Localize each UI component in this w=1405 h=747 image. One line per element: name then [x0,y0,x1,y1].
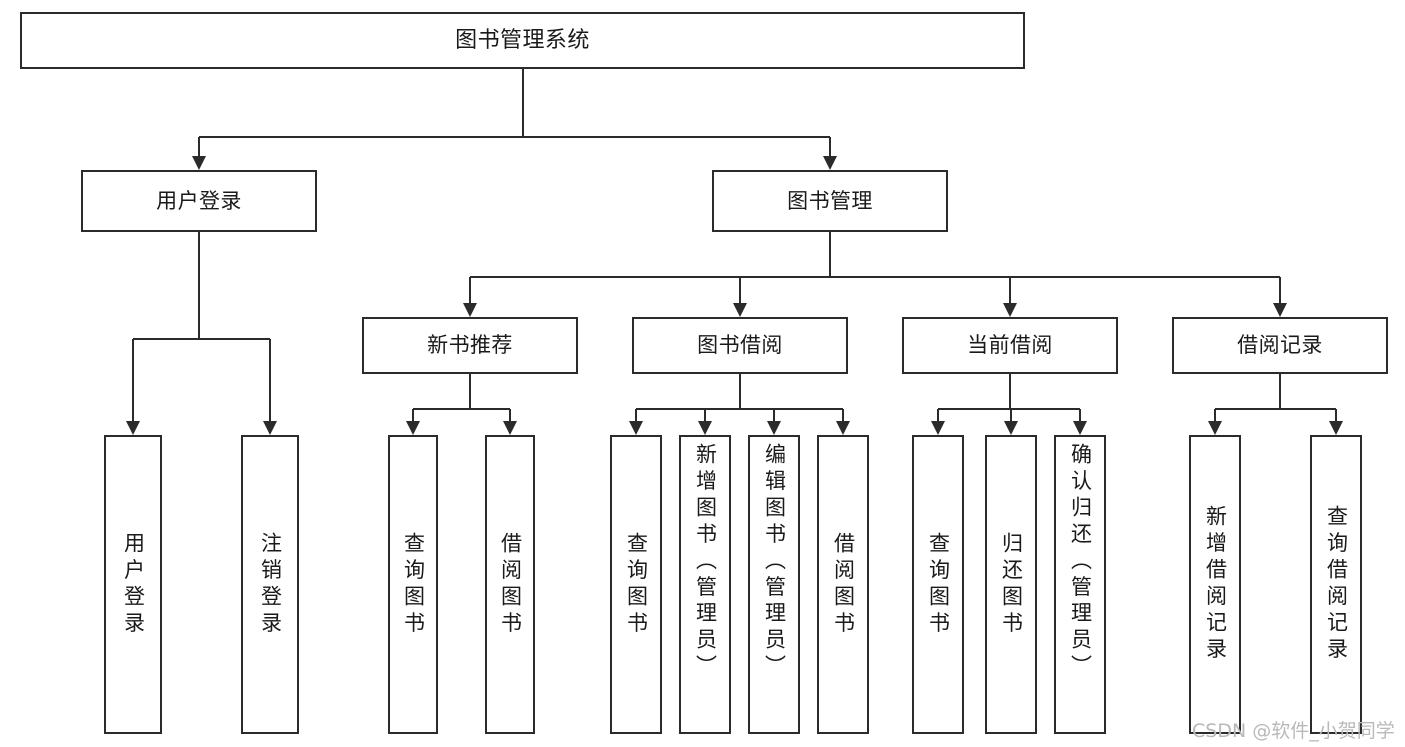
connector-vertical [469,277,471,303]
arrowhead-icon [836,421,850,435]
connector-vertical [704,409,706,421]
node-book-borrow: 图书借阅 [632,317,848,374]
csdn-watermark: CSDN @软件_小贺同学 [1192,720,1395,742]
node-leaf-return-book-label: 归还图书 [999,531,1024,638]
connector-vertical [198,137,200,156]
node-leaf-confirm-return: 确认归还（管理员） [1054,435,1106,734]
connector-vertical [739,277,741,303]
arrowhead-icon [1073,421,1087,435]
connector-vertical [773,409,775,421]
node-leaf-query-borrow-rec-label: 查询借阅记录 [1324,505,1349,664]
node-borrow-record: 借阅记录 [1172,317,1388,374]
arrowhead-icon [126,421,140,435]
arrowhead-icon [823,156,837,170]
node-new-book-rec: 新书推荐 [362,317,578,374]
node-leaf-borrow-book-1-label: 借阅图书 [498,531,523,638]
arrowhead-icon [733,303,747,317]
arrowhead-icon [1004,421,1018,435]
node-book-manage: 图书管理 [712,170,948,232]
node-leaf-return-book: 归还图书 [985,435,1037,734]
arrowhead-icon [1208,421,1222,435]
node-leaf-edit-book: 编辑图书（管理员） [748,435,800,734]
connector-vertical [1279,277,1281,303]
connector-vertical [842,409,844,421]
connector-new-book-rec-bus [413,408,510,410]
connector-root-stem [521,69,524,137]
node-leaf-add-borrow-rec: 新增借阅记录 [1189,435,1241,734]
node-leaf-add-book: 新增图书（管理员） [679,435,731,734]
node-leaf-logout-login-label: 注销登录 [258,531,283,638]
connector-borrow-record-bus [1215,408,1336,410]
node-leaf-add-borrow-rec-label: 新增借阅记录 [1203,505,1228,664]
connector-vertical [132,339,134,421]
node-leaf-query-book-2-label: 查询图书 [624,531,649,638]
arrowhead-icon [931,421,945,435]
node-book-manage-label: 图书管理 [787,188,873,213]
node-user-login-label: 用户登录 [156,188,242,213]
arrowhead-icon [263,421,277,435]
arrowhead-icon [698,421,712,435]
connector-vertical [829,137,831,156]
arrowhead-icon [1003,303,1017,317]
node-leaf-query-book-3: 查询图书 [912,435,964,734]
node-new-book-rec-label: 新书推荐 [427,333,513,358]
node-leaf-user-login-label: 用户登录 [121,531,146,638]
node-leaf-query-book-2: 查询图书 [610,435,662,734]
connector-vertical [1009,277,1011,303]
connector-vertical [635,409,637,421]
node-current-borrow: 当前借阅 [902,317,1118,374]
connector-book-borrow-bus [636,408,843,410]
node-leaf-edit-book-label: 编辑图书（管理员） [762,443,787,682]
node-leaf-add-book-label: 新增图书（管理员） [693,443,718,682]
arrowhead-icon [192,156,206,170]
connector-vertical [1079,409,1081,421]
node-leaf-borrow-book-1: 借阅图书 [485,435,535,734]
connector-root-bus [199,136,830,138]
node-leaf-borrow-book-2-label: 借阅图书 [831,531,856,638]
connector-user-login-stem [198,232,200,339]
connector-user-login-bus [133,338,270,340]
connector-vertical [509,409,511,421]
connector-book-manage-stem [829,232,831,277]
arrowhead-icon [1329,421,1343,435]
connector-borrow-record-stem [1279,374,1281,409]
node-current-borrow-label: 当前借阅 [967,333,1053,358]
node-leaf-query-borrow-rec: 查询借阅记录 [1310,435,1362,734]
connector-vertical [1335,409,1337,421]
arrowhead-icon [767,421,781,435]
node-root: 图书管理系统 [20,12,1025,69]
arrowhead-icon [463,303,477,317]
arrowhead-icon [629,421,643,435]
connector-current-borrow-bus [938,408,1080,410]
arrowhead-icon [1273,303,1287,317]
connector-vertical [1010,409,1012,421]
node-leaf-query-book-1-label: 查询图书 [401,531,426,638]
connector-vertical [1214,409,1216,421]
node-leaf-confirm-return-label: 确认归还（管理员） [1068,443,1093,682]
connector-new-book-rec-stem [469,374,471,409]
connector-book-manage-bus [470,276,1280,278]
node-leaf-query-book-1: 查询图书 [388,435,438,734]
node-leaf-borrow-book-2: 借阅图书 [817,435,869,734]
arrowhead-icon [503,421,517,435]
connector-book-borrow-stem [739,374,741,409]
node-user-login: 用户登录 [81,170,317,232]
node-borrow-record-label: 借阅记录 [1237,333,1323,358]
node-root-label: 图书管理系统 [455,27,590,53]
node-leaf-user-login: 用户登录 [104,435,162,734]
node-leaf-logout-login: 注销登录 [241,435,299,734]
connector-vertical [412,409,414,421]
connector-vertical [269,339,271,421]
connector-current-borrow-stem [1009,374,1011,409]
node-book-borrow-label: 图书借阅 [697,333,783,358]
node-leaf-query-book-3-label: 查询图书 [926,531,951,638]
arrowhead-icon [406,421,420,435]
connector-vertical [937,409,939,421]
